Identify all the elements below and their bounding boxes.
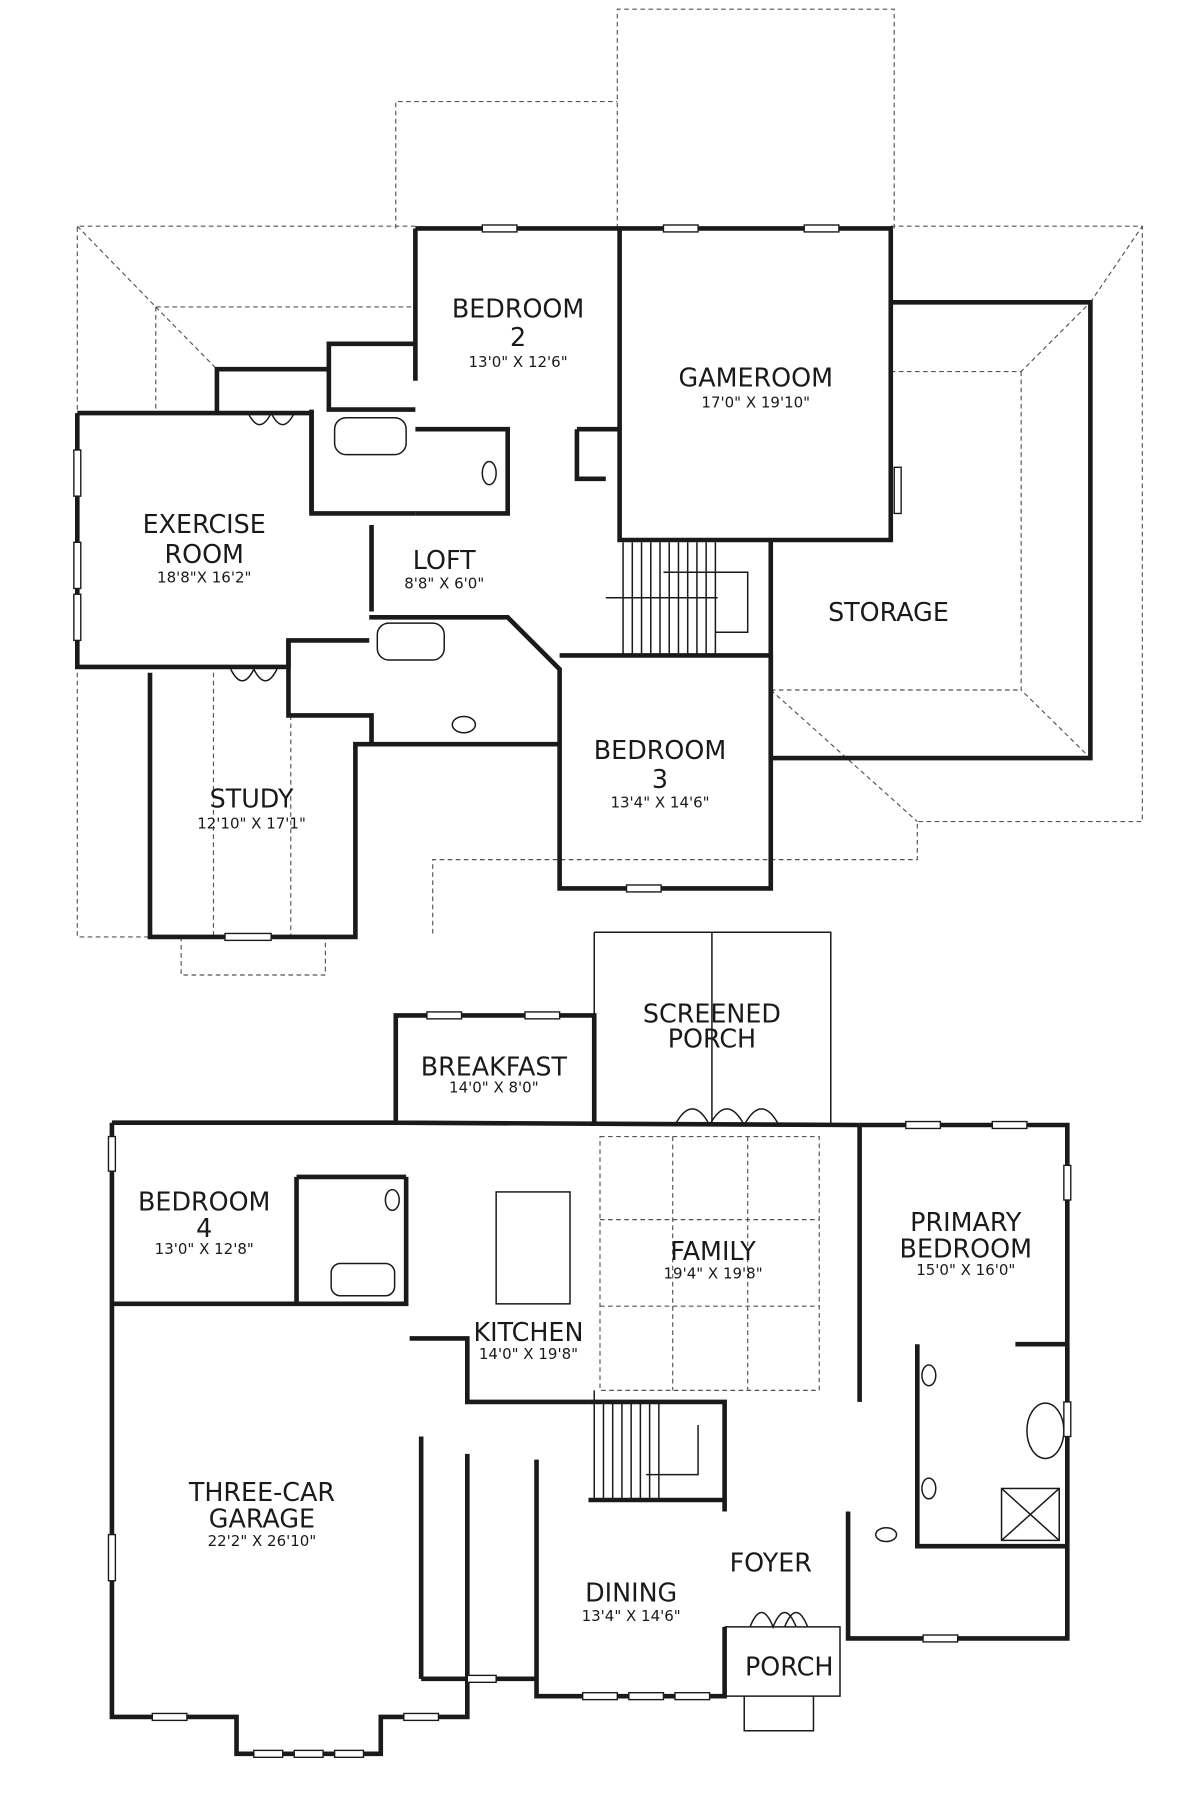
room-name: ROOM bbox=[164, 539, 243, 569]
room-name: LOFT bbox=[413, 545, 476, 575]
room-name: BEDROOM bbox=[900, 1234, 1032, 1264]
room-name: EXERCISE bbox=[143, 509, 266, 539]
room-dims: 13'0" X 12'8" bbox=[155, 1240, 254, 1258]
room-name: PORCH bbox=[668, 1024, 756, 1054]
room-number: 2 bbox=[510, 322, 526, 352]
room-dims: 17'0" X 19'10" bbox=[701, 393, 810, 411]
roof-outline bbox=[76, 8, 1143, 976]
room-name: PRIMARY bbox=[910, 1207, 1022, 1237]
room-dims: 13'0" X 12'6" bbox=[469, 353, 568, 371]
room-name: BEDROOM bbox=[594, 735, 726, 765]
room-name: SCREENED bbox=[643, 998, 781, 1028]
room-dims: 8'8" X 6'0" bbox=[404, 574, 484, 592]
room-name: FOYER bbox=[730, 1548, 812, 1578]
room-dims: 12'10" X 17'1" bbox=[197, 814, 306, 832]
room-name: FAMILY bbox=[670, 1236, 756, 1266]
main-windows bbox=[107, 1011, 1072, 1758]
room-name: STUDY bbox=[210, 784, 294, 814]
upper-floor-labels: BEDROOM 2 13'0" X 12'6" GAMEROOM 17'0" X… bbox=[143, 293, 949, 832]
upper-floor-walls bbox=[75, 226, 1093, 940]
main-floor-labels: SCREENED PORCH BREAKFAST 14'0" X 8'0" BE… bbox=[138, 998, 1032, 1681]
room-number: 3 bbox=[652, 764, 668, 794]
room-name: BEDROOM bbox=[138, 1186, 270, 1216]
room-name: BREAKFAST bbox=[421, 1051, 568, 1081]
room-name: STORAGE bbox=[828, 597, 949, 627]
room-name: GARAGE bbox=[209, 1504, 315, 1534]
main-floor-walls bbox=[109, 931, 1070, 1757]
room-dims: 13'4" X 14'6" bbox=[610, 794, 709, 812]
room-name: BEDROOM bbox=[452, 293, 584, 323]
room-dims: 14'0" X 8'0" bbox=[449, 1079, 539, 1097]
room-name: DINING bbox=[585, 1578, 677, 1608]
room-dims: 15'0" X 16'0" bbox=[916, 1261, 1015, 1279]
room-name: KITCHEN bbox=[473, 1317, 583, 1347]
room-dims: 19'4" X 19'8" bbox=[664, 1264, 763, 1282]
room-name: GAMEROOM bbox=[679, 363, 833, 393]
room-name: PORCH bbox=[745, 1651, 833, 1681]
room-dims: 13'4" X 14'6" bbox=[582, 1607, 681, 1625]
room-dims: 18'8"X 16'2" bbox=[157, 569, 251, 587]
room-number: 4 bbox=[196, 1213, 212, 1243]
room-dims: 14'0" X 19'8" bbox=[479, 1345, 578, 1363]
room-name: THREE-CAR bbox=[188, 1477, 335, 1507]
upper-windows bbox=[73, 224, 902, 942]
room-dims: 22'2" X 26'10" bbox=[208, 1532, 317, 1550]
